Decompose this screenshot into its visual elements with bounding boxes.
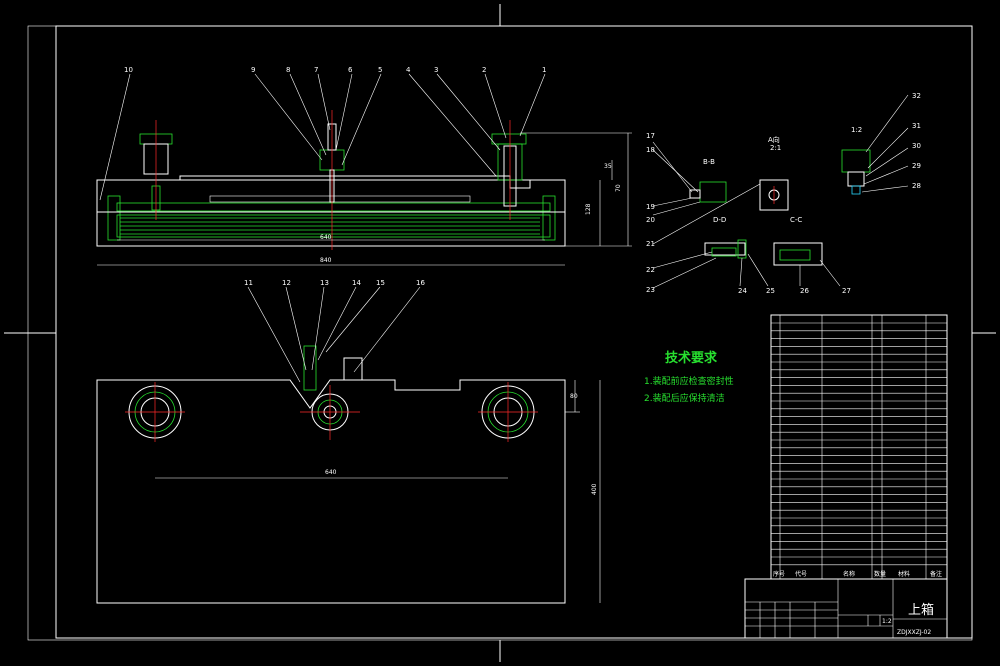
part-label-27: 27 xyxy=(842,287,851,295)
outer-frame xyxy=(27,25,973,641)
part-label-12: 12 xyxy=(282,279,291,287)
part-label-32: 32 xyxy=(912,92,921,100)
part-label-14: 14 xyxy=(352,279,361,287)
detail-views xyxy=(652,94,909,289)
part-label-2: 2 xyxy=(482,66,486,74)
section-scale-detail: 1:2 xyxy=(851,126,862,134)
plan-view xyxy=(96,286,601,604)
part-label-17: 17 xyxy=(646,132,655,140)
tech-req-item-1: 1.装配前应检查密封性 xyxy=(644,375,734,387)
bom-header-note: 备注 xyxy=(930,570,942,578)
part-label-10: 10 xyxy=(124,66,133,74)
part-label-23: 23 xyxy=(646,286,655,294)
tech-req-item-2: 2.装配后应保持清洁 xyxy=(644,392,725,404)
dim-bottom-height: 400 xyxy=(591,483,598,495)
dim-inner-width: 640 xyxy=(320,234,332,241)
part-label-20: 20 xyxy=(646,216,655,224)
bom-header-material: 材料 xyxy=(898,570,910,578)
section-label-dd: D-D xyxy=(713,216,726,224)
part-label-26: 26 xyxy=(800,287,809,295)
bom-header-code: 代号 xyxy=(795,570,807,578)
bom-header-seq: 序号 xyxy=(773,570,785,578)
title-scale: 1:2 xyxy=(882,618,892,625)
front-section-view xyxy=(96,73,632,266)
part-label-25: 25 xyxy=(766,287,775,295)
part-label-7: 7 xyxy=(314,66,318,74)
part-label-19: 19 xyxy=(646,203,655,211)
part-label-1: 1 xyxy=(542,66,546,74)
section-label-bb: B-B xyxy=(703,158,715,166)
title-part-name: 上箱 xyxy=(908,602,934,618)
title-drawing-no: ZDJXXZJ-02 xyxy=(897,629,931,636)
part-label-13: 13 xyxy=(320,279,329,287)
part-label-24: 24 xyxy=(738,287,747,295)
part-label-30: 30 xyxy=(912,142,921,150)
dim-top-width: 840 xyxy=(320,257,332,264)
part-label-31: 31 xyxy=(912,122,921,130)
part-label-8: 8 xyxy=(286,66,290,74)
part-label-21: 21 xyxy=(646,240,655,248)
section-label-cc: C-C xyxy=(790,216,802,224)
dim-height-side: 128 xyxy=(585,203,592,215)
tech-req-title: 技术要求 xyxy=(665,350,718,366)
bom-table xyxy=(770,314,948,580)
part-label-6: 6 xyxy=(348,66,353,74)
dim-small-a: 35 xyxy=(604,163,612,170)
part-label-9: 9 xyxy=(251,66,255,74)
dim-bottom-width: 640 xyxy=(325,469,337,476)
drawing-border xyxy=(55,25,973,639)
part-label-16: 16 xyxy=(416,279,425,287)
section-label-a: A向 xyxy=(768,135,780,144)
title-block xyxy=(744,578,948,639)
part-label-29: 29 xyxy=(912,162,921,170)
part-label-22: 22 xyxy=(646,266,655,274)
part-label-28: 28 xyxy=(912,182,921,190)
part-label-11: 11 xyxy=(244,279,253,287)
bom-header-qty: 数量 xyxy=(874,570,886,578)
part-label-3: 3 xyxy=(434,66,438,74)
section-scale-a: 2:1 xyxy=(770,144,781,152)
part-label-4: 4 xyxy=(406,66,411,74)
bom-header-name: 名称 xyxy=(843,570,855,578)
part-label-5: 5 xyxy=(378,66,382,74)
dim-bottom-small: 80 xyxy=(570,393,578,400)
dim-small-b: 70 xyxy=(615,184,622,192)
part-label-15: 15 xyxy=(376,279,385,287)
part-label-18: 18 xyxy=(646,146,655,154)
